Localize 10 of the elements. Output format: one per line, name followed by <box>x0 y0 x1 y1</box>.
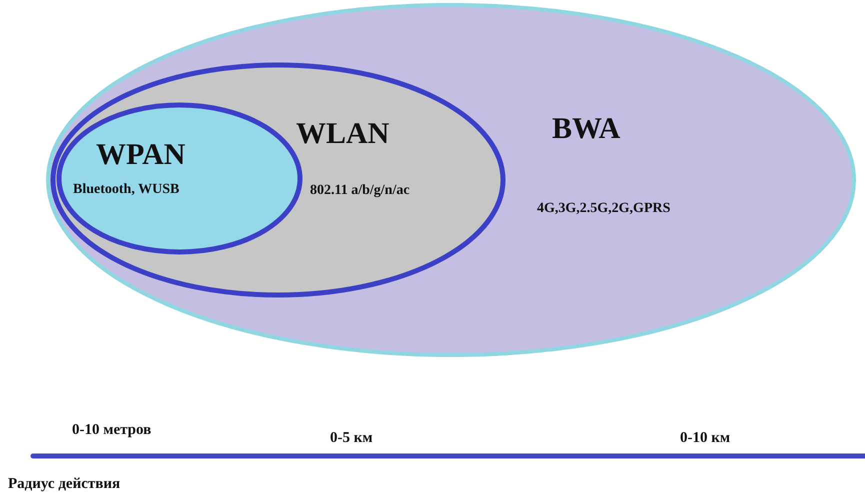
network-heading: WLAN <box>296 117 390 150</box>
network-heading: WPAN <box>96 138 186 171</box>
axis-title: Радиус действия <box>8 476 120 492</box>
technology-list: 4G,3G,2.5G,2G,GPRS <box>537 201 670 216</box>
range-label: 0-5 км <box>330 430 373 446</box>
range-label: 0-10 км <box>680 430 730 446</box>
technology-list: Bluetooth, WUSB <box>73 182 180 198</box>
network-heading: BWA <box>552 112 620 145</box>
technology-list: 802.11 a/b/g/n/ac <box>310 183 410 198</box>
range-label: 0-10 метров <box>72 422 152 438</box>
